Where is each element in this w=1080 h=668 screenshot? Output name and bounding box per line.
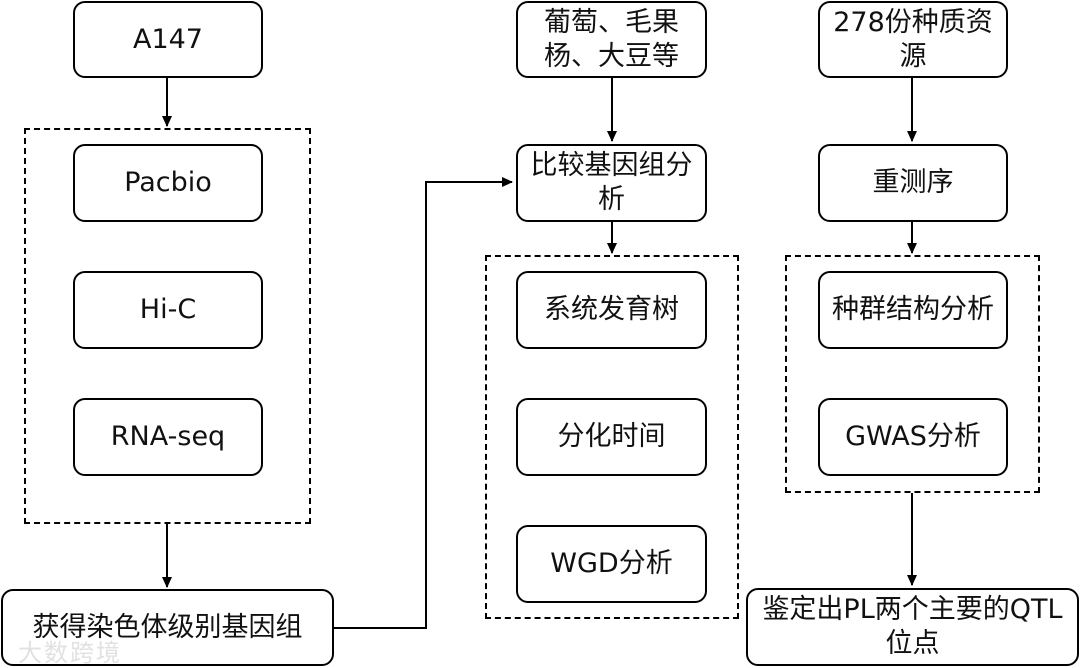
node-pacbio: Pacbio bbox=[73, 144, 263, 222]
sequencing-group bbox=[24, 128, 311, 524]
node-a147: A147 bbox=[73, 1, 263, 78]
node-rna-seq: RNA-seq bbox=[73, 398, 263, 476]
node-population-structure: 种群结构分析 bbox=[818, 271, 1008, 349]
node-comparative-genomics: 比较基因组分析 bbox=[516, 144, 707, 222]
edge-genome-to-compare bbox=[333, 177, 513, 629]
node-wgd-analysis: WGD分析 bbox=[516, 525, 707, 603]
node-chromosome-genome: 获得染色体级别基因组 bbox=[1, 589, 334, 666]
comparative-analysis-group bbox=[485, 255, 739, 619]
node-species: 葡萄、毛果杨、大豆等 bbox=[516, 1, 707, 78]
node-resequencing: 重测序 bbox=[818, 144, 1008, 222]
watermark: 大数跨境 bbox=[18, 639, 122, 667]
node-divergence-time: 分化时间 bbox=[516, 398, 707, 476]
node-phylogenetic-tree: 系统发育树 bbox=[516, 271, 707, 349]
node-hi-c: Hi-C bbox=[73, 271, 263, 349]
node-gwas-analysis: GWAS分析 bbox=[818, 398, 1008, 476]
population-analysis-group bbox=[785, 255, 1040, 493]
node-germplasm: 278份种质资源 bbox=[818, 1, 1008, 78]
node-qtl-loci: 鉴定出PL两个主要的QTL位点 bbox=[746, 588, 1079, 666]
